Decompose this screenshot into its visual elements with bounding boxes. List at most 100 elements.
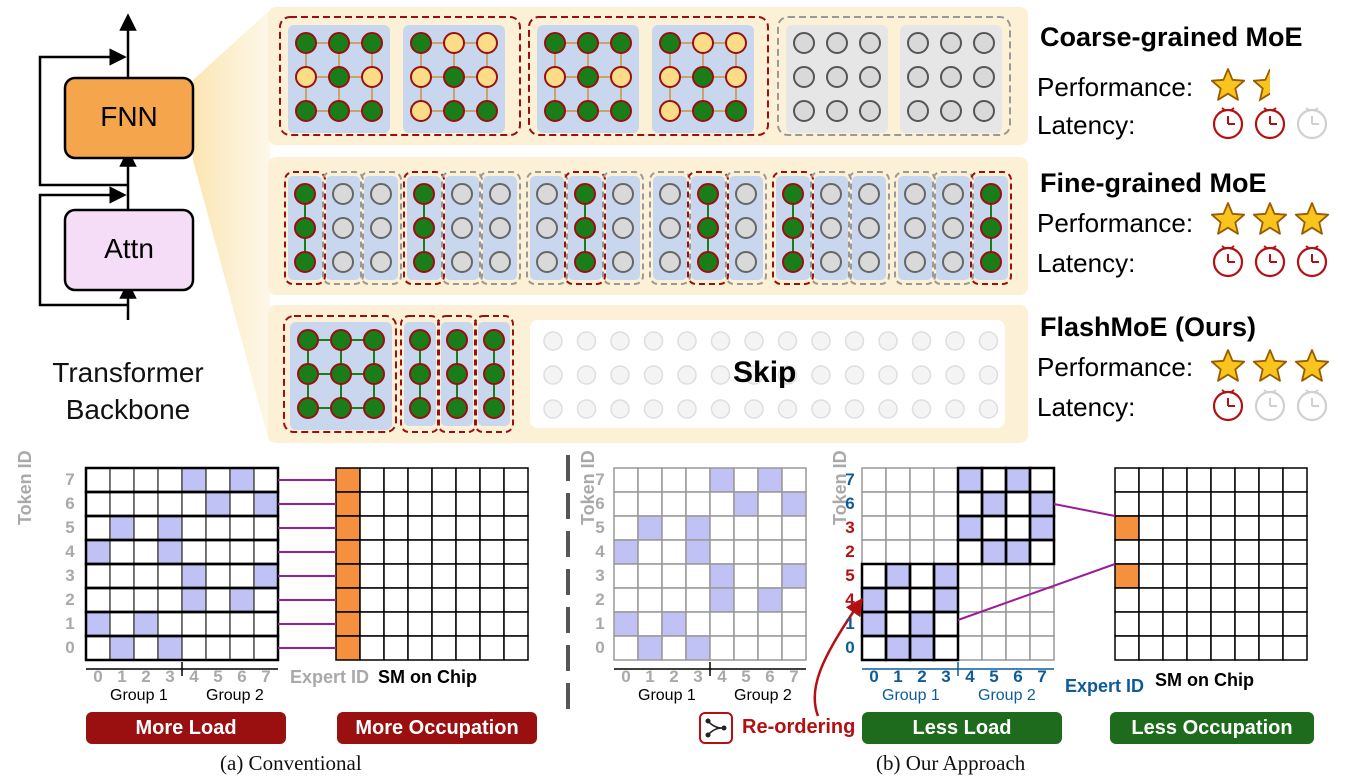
grid-cell xyxy=(1114,491,1140,517)
tick-label: 0 xyxy=(93,667,103,686)
flash-node xyxy=(297,363,319,385)
grid-cell xyxy=(503,467,529,493)
grid-cell xyxy=(1282,467,1308,493)
grid-cell xyxy=(613,587,639,613)
grid-cell xyxy=(1138,563,1164,589)
tick-label: 1 xyxy=(65,614,75,633)
grid-cell xyxy=(981,491,1007,517)
grid-cell xyxy=(383,515,409,541)
grid-cell xyxy=(109,491,135,517)
grid-cell xyxy=(157,467,183,493)
grid-cell xyxy=(455,611,481,637)
coarse-node xyxy=(328,66,350,88)
grid-cell xyxy=(1005,611,1031,637)
fine-unselected-expert xyxy=(810,171,852,285)
tick-label: 4 xyxy=(717,667,727,686)
less-occupation-badge: Less Occupation xyxy=(1110,712,1314,744)
tick-label: 3 xyxy=(65,566,75,585)
panel-a-routing-grid xyxy=(85,467,279,661)
tick-label: 2 xyxy=(845,542,855,561)
clock-ear xyxy=(1263,389,1269,394)
grid-cell xyxy=(157,491,183,517)
grid-cell xyxy=(1282,587,1308,613)
grid-cell xyxy=(229,491,255,517)
tick-label: 6 xyxy=(845,494,855,513)
grid-cell xyxy=(1162,563,1188,589)
flash-node xyxy=(483,363,505,385)
grid-cell xyxy=(861,611,887,637)
grid-cell xyxy=(1234,491,1260,517)
grid-cell xyxy=(909,467,935,493)
grid-cell xyxy=(637,539,663,565)
grid-cell xyxy=(431,563,457,589)
fine-selected-expert xyxy=(284,171,326,285)
reorder-icon xyxy=(699,712,733,744)
skipped-node xyxy=(777,399,798,419)
tick-label: 7 xyxy=(789,667,799,686)
coarse-node xyxy=(328,100,350,122)
grid-cell xyxy=(1234,587,1260,613)
tick-label: 1 xyxy=(645,667,655,686)
grid-cell xyxy=(157,539,183,565)
tick-label: 2 xyxy=(669,667,679,686)
grid-cell xyxy=(1162,515,1188,541)
grid-cell xyxy=(1114,539,1140,565)
grid-cell xyxy=(383,563,409,589)
group2-block-cell xyxy=(1028,538,1056,566)
grid-cell xyxy=(1282,635,1308,661)
tick-label: 0 xyxy=(65,638,75,657)
less-load-badge: Less Load xyxy=(862,712,1062,744)
grid-cell xyxy=(359,491,385,517)
grid-cell xyxy=(709,467,735,493)
grid-cell xyxy=(205,587,231,613)
grid-cell xyxy=(933,539,959,565)
grid-cell xyxy=(1005,491,1031,517)
grid-cell xyxy=(1005,539,1031,565)
grid-cell xyxy=(637,491,663,517)
grid-cell xyxy=(181,539,207,565)
coarse-node xyxy=(443,100,465,122)
coarse-node xyxy=(692,100,714,122)
fine-node xyxy=(370,217,392,239)
grid-cell xyxy=(661,467,687,493)
grid-cell xyxy=(335,563,361,589)
fine-node xyxy=(536,217,558,239)
grid-cell xyxy=(133,563,159,589)
panel-a-group2: Group 2 xyxy=(206,687,264,704)
clock-ear xyxy=(1263,245,1269,250)
fine-selected-expert xyxy=(687,171,729,285)
tick-label: 7 xyxy=(595,470,605,489)
skipped-node xyxy=(677,399,697,419)
clock-ear xyxy=(1221,389,1227,394)
fine-node xyxy=(332,183,354,205)
grid-cell xyxy=(359,635,385,661)
coarse-node xyxy=(577,66,599,88)
grid-cell xyxy=(685,563,711,589)
coarse-selected-group-2 xyxy=(528,16,769,136)
fine-node xyxy=(332,217,354,239)
performance-star-icon xyxy=(1252,349,1288,382)
skipped-node xyxy=(710,365,731,385)
coarse-node xyxy=(295,100,317,122)
grid-cell xyxy=(1234,515,1260,541)
grid-cell xyxy=(85,539,111,565)
grid-cell xyxy=(757,563,783,589)
fine-node xyxy=(370,251,392,273)
coarse-selected-group-1 xyxy=(279,16,521,136)
fine-node xyxy=(980,251,1002,273)
flash-node xyxy=(330,329,352,351)
panel-a-sm-label: SM on Chip xyxy=(378,667,477,687)
skipped-node xyxy=(978,399,999,419)
panel-b-sm-grid xyxy=(1114,467,1308,661)
skipped-node xyxy=(744,331,764,351)
performance-star-icon xyxy=(1210,68,1246,101)
skipped-node xyxy=(811,365,831,385)
coarse-node xyxy=(659,100,681,122)
tick-label: 2 xyxy=(595,590,605,609)
grid-cell xyxy=(229,467,255,493)
grid-cell xyxy=(933,587,959,613)
flash-node xyxy=(483,329,505,351)
grid-cell xyxy=(407,539,433,565)
coarse-idle-node xyxy=(907,100,929,122)
flash-node xyxy=(330,363,352,385)
